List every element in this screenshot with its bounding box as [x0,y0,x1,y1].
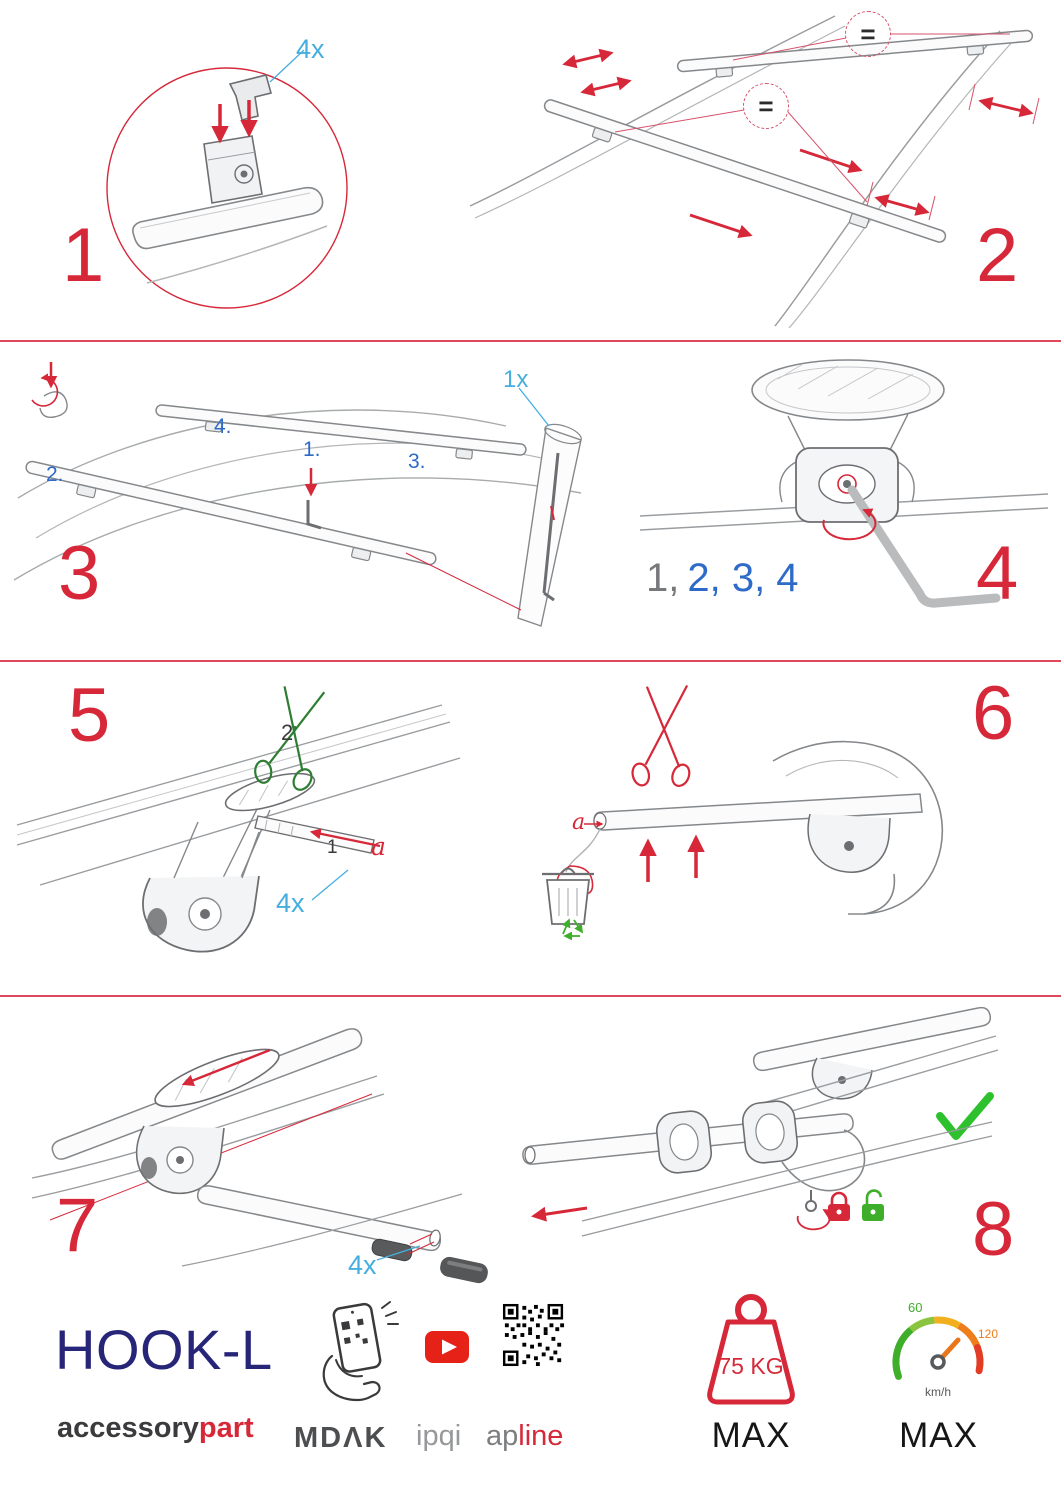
product-name: HOOK-L [55,1318,273,1381]
speed-unit-label: km/h [925,1385,951,1399]
step5-pull-order-label: 1 [327,837,338,858]
clamp-bracket-part [228,74,272,121]
brand-logo: accessorypart [57,1414,254,1443]
logo-apline-gray: ap [486,1420,519,1452]
step3-sub2-label: 2. [46,463,64,486]
logo-apline: apline [486,1422,563,1451]
step3-sub3-label: 3. [408,450,426,473]
lower-crossbar [25,460,437,566]
equal-spacing-badge-mid: = [743,83,789,129]
allen-key-sleeve [517,423,582,627]
step1-number: 1 [62,213,105,298]
pull-arrow [309,828,381,848]
key-rotate-arrow [796,1209,833,1231]
checkmark-icon [936,1092,994,1140]
qty-leader-line [376,1245,421,1261]
speed-high-label: 120 [978,1327,998,1341]
qty-leader-line [518,387,550,427]
logo-ipqi: ipqi [416,1420,462,1452]
qty-leader-line [269,49,305,83]
lower-crossbar [543,99,947,243]
play-triangle [442,1339,457,1355]
step4-number: 4 [976,531,1019,616]
step4-sequence-label: 1,2, 3, 4 [646,558,799,598]
slide-left-arrow [531,1206,588,1222]
step4-tighten-illustration [639,359,1049,608]
scissors-red-icon [631,684,691,788]
clamp-2 [741,1100,799,1164]
rotate-arrow [822,508,877,541]
step3-sub4-label: 4. [214,415,232,438]
logo-apline-red: line [518,1420,564,1452]
step5-cut-order-label: 2 [281,720,294,745]
step5-part-a-label: a [371,832,386,861]
step5-number: 5 [68,673,111,758]
lock-closed-icon [828,1191,850,1221]
qty-leader-line [311,869,349,901]
clamp-1 [655,1110,713,1174]
weight-max-label: MAX [711,1416,791,1455]
equal-spacing-badge-top: = [845,11,891,57]
roll-arrow [31,373,59,407]
tool-leader-line [405,552,522,611]
sequence-rest: 2, 3, 4 [687,556,799,600]
logo-mdak: MDΛK [294,1422,388,1454]
step1-quantity-label: 4x [296,34,325,64]
step3-placement-illustration [13,362,582,627]
step5-quantity-label: 4x [276,888,305,918]
upper-crossbar [155,404,527,460]
speedometer-icon: 60 120 km/h [892,1300,998,1399]
step1-clamp-detail-illustration [106,49,348,309]
recycle-icon [562,918,583,941]
step7-endcap-illustration [31,1028,488,1284]
max-weight-icon: 75 KG [707,1294,795,1405]
step3-number: 3 [58,531,101,616]
step6-trim-discard-illustration [542,684,943,941]
end-cap-insert [371,1238,413,1262]
allen-key [847,485,1001,608]
step2-number: 2 [976,213,1019,298]
speed-max-label: MAX [899,1416,978,1455]
step8-number: 8 [972,1187,1015,1272]
section-divider [0,660,1061,662]
brand-word-gray: accessory [57,1412,199,1444]
spacing-arrows [562,48,1034,239]
sequence-first: 1, [646,556,680,600]
youtube-icon [425,1331,469,1363]
strap-pull-arrow [181,1048,271,1087]
step2-spacing-illustration [469,15,1040,329]
step6-number: 6 [972,671,1015,756]
allen-key-icon [306,500,322,530]
qr-code-icon [502,1303,565,1367]
measure-guides [614,33,1040,221]
section-divider [0,995,1061,997]
section-divider [0,340,1061,342]
strap-tail [254,815,375,854]
step8-lock-illustration [522,1006,999,1237]
step3-quantity-label: 1x [503,366,529,393]
phone-scan-icon [322,1301,399,1402]
weight-value: 75 KG [718,1353,783,1379]
trash-bin-icon [542,867,594,941]
step5-strap-cut-illustration [16,686,461,953]
step6-part-a-label: a [572,810,586,835]
scissors-green-icon [254,686,326,791]
lock-open-icon [862,1189,884,1221]
equal-sign: = [860,18,876,49]
end-cap-detail [440,1256,488,1284]
magnifier-circle [106,67,348,309]
step3-sub1-label: 1. [303,438,321,461]
step7-number: 7 [56,1183,99,1268]
brand-word-red: part [198,1412,254,1444]
step7-quantity-label: 4x [348,1250,377,1280]
equal-sign: = [758,90,774,121]
speed-low-label: 60 [908,1300,922,1315]
